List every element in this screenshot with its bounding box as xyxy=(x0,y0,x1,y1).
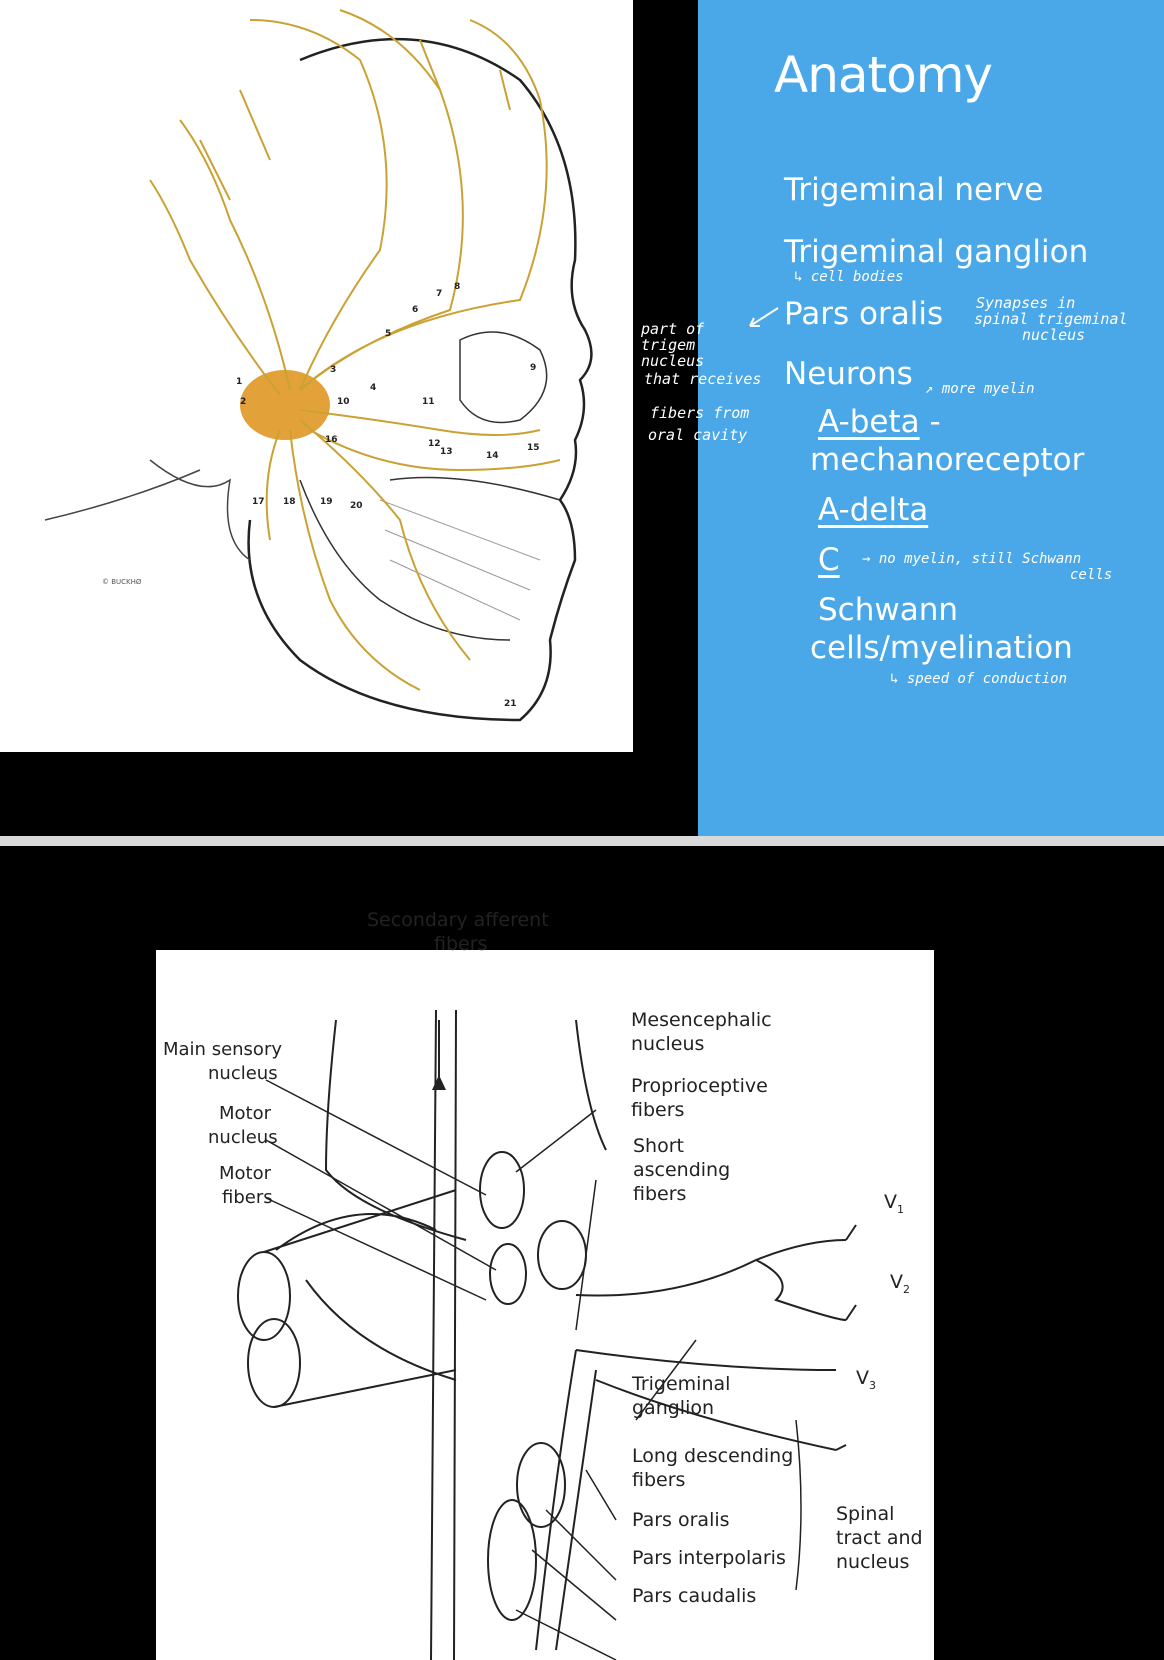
note-more-myelin: ↗ more myelin xyxy=(925,381,1035,397)
bullet-trigeminal-ganglion: Trigeminal ganglion xyxy=(784,234,1089,270)
a-beta-label: A-beta xyxy=(818,404,920,440)
label-motor-fibers: Motor xyxy=(219,1163,272,1184)
figure-credit: © BUCKHØ xyxy=(102,578,142,586)
face-nerve-drawing xyxy=(44,9,593,722)
fig-number: 15 xyxy=(527,443,540,453)
fig-number: 9 xyxy=(530,363,537,373)
fig-number: 11 xyxy=(422,397,435,407)
fig-number: 20 xyxy=(350,501,363,511)
label-main-sensory: Main sensory xyxy=(163,1039,282,1060)
slide-anatomy: 1 2 3 4 5 6 7 8 9 10 11 12 13 14 15 16 1… xyxy=(0,0,1164,836)
label-short-ascending-2: ascending xyxy=(633,1159,731,1181)
note-part-of-5: fibers from xyxy=(650,404,750,422)
fig-number: 4 xyxy=(370,383,377,393)
note-part-of-6: oral cavity xyxy=(648,426,748,444)
label-spinal-tract-2: tract and xyxy=(836,1527,923,1549)
note-no-myelin: → no myelin, still Schwann xyxy=(862,551,1082,567)
content-panel xyxy=(698,0,1164,836)
label-pars-oralis: Pars oralis xyxy=(632,1509,730,1531)
v1-letter: V xyxy=(884,1191,897,1213)
label-v2: V2 xyxy=(890,1270,910,1302)
fig-number: 12 xyxy=(428,439,441,449)
note-speed: ↳ speed of conduction xyxy=(890,671,1068,687)
fig-number: 8 xyxy=(454,282,461,292)
note-synapses-2: spinal trigeminal xyxy=(974,310,1128,328)
label-mesencephalic: Mesencephalic xyxy=(631,1009,772,1031)
bullet-schwann: Schwann xyxy=(818,592,959,628)
note-part-of-4: that receives xyxy=(644,370,762,388)
a-beta-dash: - xyxy=(919,404,941,440)
bullet-trigeminal-nerve: Trigeminal nerve xyxy=(784,172,1044,208)
bullet-mechanoreceptor: mechanoreceptor xyxy=(810,442,1085,478)
v2-subscript: 2 xyxy=(903,1282,910,1296)
fig-number: 2 xyxy=(240,397,247,407)
label-motor-fibers-2: fibers xyxy=(222,1187,273,1208)
note-synapses-1: Synapses in xyxy=(976,294,1076,312)
label-long-descending: Long descending xyxy=(632,1445,794,1467)
fig-number: 1 xyxy=(236,377,243,387)
note-no-myelin-cells: cells xyxy=(1070,567,1113,583)
trigeminal-nerve-face-illustration: 1 2 3 4 5 6 7 8 9 10 11 12 13 14 15 16 1… xyxy=(0,0,633,752)
note-part-of-3: nucleus xyxy=(641,352,705,370)
label-trigeminal-ganglion-2: ganglion xyxy=(632,1397,715,1419)
fig-number: 7 xyxy=(436,289,443,299)
v3-subscript: 3 xyxy=(869,1378,876,1392)
fig-number: 17 xyxy=(252,497,265,507)
ganglion-shape xyxy=(240,370,330,440)
fig-number: 14 xyxy=(486,451,499,461)
note-part-of-1: part of xyxy=(641,320,705,338)
label-spinal-tract-3: nucleus xyxy=(836,1551,910,1573)
bullet-pars-oralis: Pars oralis xyxy=(784,296,944,332)
note-synapses-3: nucleus xyxy=(1022,326,1086,344)
bullet-schwann-cont: cells/myelination xyxy=(810,630,1073,666)
label-pars-interpolaris: Pars interpolaris xyxy=(632,1547,786,1569)
label-motor-nucleus-2: nucleus xyxy=(208,1127,278,1148)
label-v1: V1 xyxy=(884,1190,904,1222)
label-v3: V3 xyxy=(856,1366,876,1398)
label-proprioceptive: Proprioceptive xyxy=(631,1075,768,1097)
note-part-of-2: trigem xyxy=(641,336,696,354)
bullet-neurons: Neurons xyxy=(784,356,913,392)
fig-number: 18 xyxy=(283,497,296,507)
label-short-ascending-3: fibers xyxy=(633,1183,687,1205)
v1-subscript: 1 xyxy=(897,1202,904,1216)
label-short-ascending: Short xyxy=(633,1135,684,1157)
label-proprioceptive-2: fibers xyxy=(631,1099,685,1121)
label-mesencephalic-2: nucleus xyxy=(631,1033,705,1055)
slide-separator xyxy=(0,836,1164,846)
fig-number: 19 xyxy=(320,497,333,507)
label-main-sensory-2: nucleus xyxy=(208,1063,278,1084)
label-long-descending-2: fibers xyxy=(632,1469,686,1491)
trigeminal-pathway-diagram xyxy=(156,950,934,1660)
bullet-c: C xyxy=(818,542,840,578)
fig-number: 6 xyxy=(412,305,419,315)
pathway-drawing xyxy=(237,1009,857,1660)
nerve-branches xyxy=(149,9,561,691)
label-secondary-afferent: Secondary afferent xyxy=(367,909,549,931)
fig-number: 16 xyxy=(325,435,338,445)
note-cell-bodies: ↳ cell bodies xyxy=(794,269,904,285)
bullet-a-beta: A-beta - xyxy=(818,404,941,440)
label-trigeminal-ganglion: Trigeminal xyxy=(632,1373,731,1395)
fig-number: 21 xyxy=(504,699,517,709)
fig-number: 5 xyxy=(385,329,392,339)
fig-number: 10 xyxy=(337,397,350,407)
slide-title: Anatomy xyxy=(774,46,993,104)
leader-lines xyxy=(265,1079,802,1660)
slide-trigeminal-pathway: Secondary afferent fibers Main sensory n… xyxy=(0,846,1164,1660)
v2-letter: V xyxy=(890,1271,903,1293)
label-motor-nucleus: Motor xyxy=(219,1103,272,1124)
fig-number: 13 xyxy=(440,447,453,457)
bullet-a-delta: A-delta xyxy=(818,492,929,528)
fig-number: 3 xyxy=(330,365,337,375)
mesencephalic-nucleus-shape xyxy=(479,1151,525,1229)
label-secondary-afferent-2: fibers xyxy=(434,933,488,955)
v3-letter: V xyxy=(856,1367,869,1389)
label-pars-caudalis: Pars caudalis xyxy=(632,1585,757,1607)
label-spinal-tract: Spinal xyxy=(836,1503,895,1525)
